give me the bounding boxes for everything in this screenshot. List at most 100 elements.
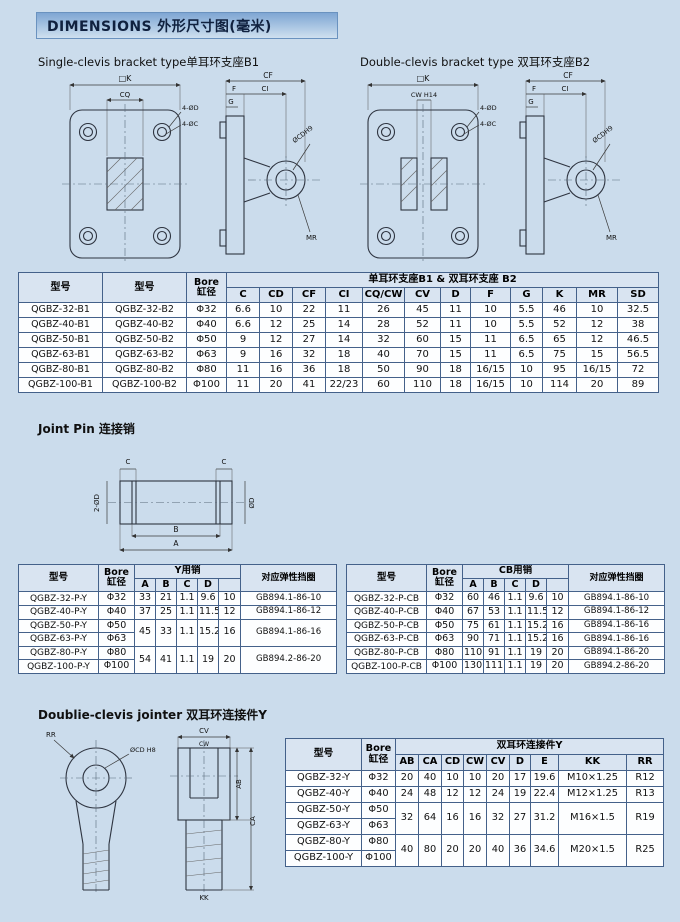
dim-label-g: G: [228, 98, 233, 106]
model-cell: QGBZ-40-B1: [18, 317, 103, 333]
column-header: D: [440, 287, 471, 303]
value-cell: 16: [441, 802, 464, 835]
model-cell: QGBZ-80-Y: [285, 834, 362, 851]
value-cell: 12: [217, 604, 242, 620]
value-cell: 12: [441, 786, 464, 803]
ring-cell: GB894.1-86-20: [568, 645, 666, 661]
bore-cell: Φ80: [361, 834, 396, 851]
column-header: CA: [418, 754, 442, 771]
dim-label-cw-h14: CW H14: [411, 91, 437, 99]
dim-label-f: F: [532, 85, 536, 93]
value-cell: 1.1: [504, 604, 526, 620]
value-cell: 32: [395, 802, 419, 835]
model-cell: QGBZ-50-B2: [102, 332, 187, 348]
value-cell: 1.1: [176, 645, 198, 675]
bore-cell: Φ80: [426, 645, 463, 661]
caption-single-clevis: Single-clevis bracket type单耳环支座B1: [38, 55, 260, 69]
value-cell: 16: [259, 362, 293, 378]
bore-cell: Φ100: [186, 377, 227, 393]
value-cell: 20: [545, 659, 570, 674]
value-cell: 110: [404, 377, 441, 393]
value-cell: 40: [362, 347, 405, 363]
value-cell: 6.5: [510, 347, 543, 363]
column-header: AB: [395, 754, 419, 771]
column-header: C: [176, 577, 198, 593]
model-cell: QGBZ-50-P-CB: [346, 618, 427, 634]
value-cell: R19: [625, 802, 665, 835]
value-cell: 11: [440, 317, 471, 333]
model-cell: QGBZ-100-B2: [102, 377, 187, 393]
value-cell: 60: [404, 332, 441, 348]
value-cell: 16: [463, 802, 487, 835]
dim-label-kk: KK: [199, 894, 209, 902]
bore-cell: Φ50: [186, 332, 227, 348]
model-cell: QGBZ-32-P-Y: [18, 591, 99, 606]
value-cell: 6.6: [226, 302, 260, 318]
column-header: A: [134, 577, 156, 593]
column-header: RR: [625, 754, 665, 771]
model-cell: QGBZ-32-P-CB: [346, 591, 427, 606]
bore-cell: Φ32: [98, 591, 135, 606]
value-cell: 110: [462, 645, 484, 661]
bore-cell: Φ63: [98, 632, 135, 647]
value-cell: 60: [362, 377, 405, 393]
value-cell: 52: [542, 317, 577, 333]
value-cell: 56.5: [616, 347, 660, 363]
bore-cell: Φ100: [361, 850, 396, 867]
value-cell: 5.5: [510, 302, 543, 318]
column-header: E: [530, 754, 559, 771]
bore-cell: Φ40: [426, 604, 463, 620]
value-cell: 10: [463, 770, 487, 787]
value-cell: 20: [576, 377, 618, 393]
table-header-row: C CD CF CI CQ/CW CV D F G K MR SD: [19, 287, 660, 303]
value-cell: 1.1: [176, 618, 198, 647]
value-cell: 10: [545, 591, 570, 606]
column-header-model: 型号: [18, 272, 103, 303]
value-cell: 36: [509, 834, 531, 867]
value-cell: 20: [395, 770, 419, 787]
column-header: D: [509, 754, 531, 771]
joint-pin-drawing: C C 2-ØD ØD B A: [93, 458, 256, 553]
value-cell: 20: [441, 834, 464, 867]
value-cell: 11: [325, 302, 363, 318]
caption-double-clevis: Double-clevis bracket type 双耳环支座B2: [360, 55, 591, 69]
dim-label-ci: CI: [262, 85, 269, 93]
value-cell: 15: [440, 332, 471, 348]
value-cell: 28: [362, 317, 405, 333]
value-cell: 14: [325, 317, 363, 333]
value-cell: 1.1: [176, 591, 198, 606]
ring-cell: GB894.1-86-16: [568, 632, 666, 647]
value-cell: 65: [542, 332, 577, 348]
bore-cell: Φ50: [98, 618, 135, 634]
value-cell: 1.1: [504, 645, 526, 661]
column-header: K: [542, 287, 577, 303]
value-cell: 41: [155, 645, 177, 675]
dim-label-4-oc: 4-ØC: [480, 120, 497, 128]
dim-label-cf: CF: [263, 71, 273, 80]
value-cell: 40: [486, 834, 510, 867]
column-header: F: [470, 287, 511, 303]
bore-cell: Φ50: [361, 802, 396, 819]
value-cell: 46: [542, 302, 577, 318]
dim-label-c-left: C: [126, 458, 131, 466]
value-cell: 1.1: [176, 604, 198, 620]
bore-cell: Φ63: [361, 818, 396, 835]
column-header-model: 型号: [285, 738, 362, 771]
value-cell: 9: [226, 332, 260, 348]
model-cell: QGBZ-63-P-CB: [346, 632, 427, 647]
group-header: 单耳环支座B1 & 双耳环支座 B2: [225, 272, 660, 288]
dim-label-cv: CV: [199, 727, 209, 735]
bore-cell: Φ40: [361, 786, 396, 803]
value-cell: 46.5: [616, 332, 660, 348]
page-title: DIMENSIONS 外形尺寸图(毫米): [47, 18, 272, 35]
dim-label-ci: CI: [562, 85, 569, 93]
value-cell: 1.1: [504, 659, 526, 674]
dim-label-k: □K: [417, 74, 431, 83]
